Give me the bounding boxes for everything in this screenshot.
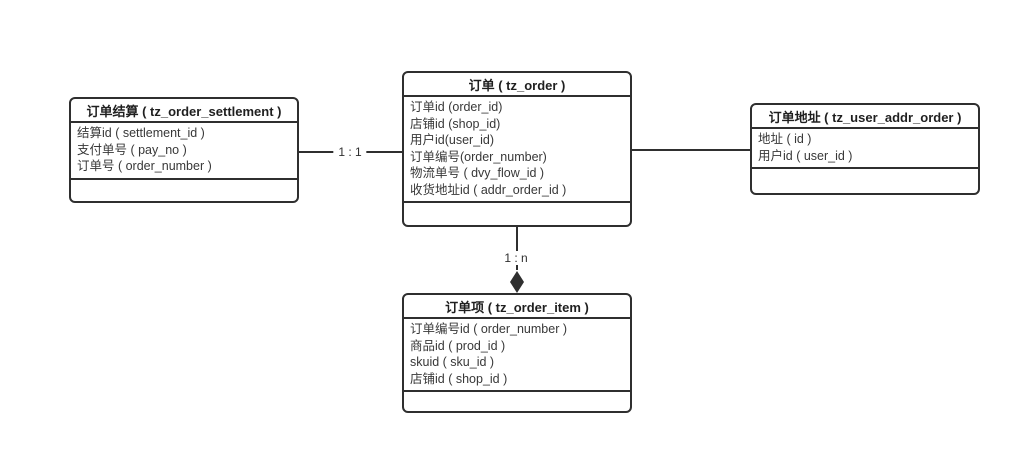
entity-field: 收货地址id ( addr_order_id )	[410, 182, 567, 197]
entity-footer-empty	[752, 169, 978, 193]
entity-field: 订单编号(order_number)	[410, 149, 547, 164]
entity-field: 物流单号 ( dvy_flow_id )	[410, 166, 545, 180]
entity-title: 订单结算 ( tz_order_settlement )	[71, 99, 297, 123]
relation-line-order-addr	[632, 149, 750, 151]
relation-line-order-item	[516, 227, 518, 270]
entity-footer-empty	[71, 180, 297, 202]
entity-field: 地址 ( id )	[758, 132, 812, 146]
entity-field: 订单号 ( order_number )	[77, 159, 212, 173]
entity-tz-order-item[interactable]: 订单项 ( tz_order_item ) 订单编号id ( order_num…	[402, 293, 632, 413]
entity-field: 店铺id (shop_id)	[410, 116, 501, 131]
entity-tz-user-addr-order[interactable]: 订单地址 ( tz_user_addr_order ) 地址 ( id ) 用户…	[750, 103, 980, 195]
entity-title: 订单项 ( tz_order_item )	[404, 295, 630, 319]
entity-field: 支付单号 ( pay_no )	[77, 142, 187, 157]
entity-footer-empty	[404, 392, 630, 411]
entity-field: 订单id (order_id)	[410, 100, 503, 114]
entity-tz-order-settlement[interactable]: 订单结算 ( tz_order_settlement ) 结算id ( sett…	[69, 97, 299, 203]
entity-fields: 地址 ( id ) 用户id ( user_id )	[752, 129, 978, 169]
entity-field: 用户id(user_id)	[410, 133, 495, 147]
entity-fields: 订单id (order_id) 店铺id (shop_id) 用户id(user…	[404, 97, 630, 203]
entity-field: 结算id ( settlement_id )	[77, 126, 205, 140]
entity-field: 用户id ( user_id )	[758, 148, 853, 163]
relation-label-one-to-one: 1 : 1	[333, 145, 367, 159]
entity-field: skuid ( sku_id )	[410, 355, 495, 369]
entity-fields: 结算id ( settlement_id ) 支付单号 ( pay_no ) 订…	[71, 123, 297, 180]
entity-field: 店铺id ( shop_id )	[410, 371, 508, 386]
entity-field: 订单编号id ( order_number )	[410, 322, 567, 336]
entity-fields: 订单编号id ( order_number ) 商品id ( prod_id )…	[404, 319, 630, 392]
relation-label-one-to-n: 1 : n	[499, 251, 533, 265]
entity-title: 订单地址 ( tz_user_addr_order )	[752, 105, 978, 129]
entity-tz-order[interactable]: 订单 ( tz_order ) 订单id (order_id) 店铺id (sh…	[402, 71, 632, 227]
diamond-arrowhead-icon	[510, 271, 524, 293]
entity-field: 商品id ( prod_id )	[410, 338, 506, 353]
entity-footer-empty	[404, 203, 630, 225]
entity-title: 订单 ( tz_order )	[404, 73, 630, 97]
